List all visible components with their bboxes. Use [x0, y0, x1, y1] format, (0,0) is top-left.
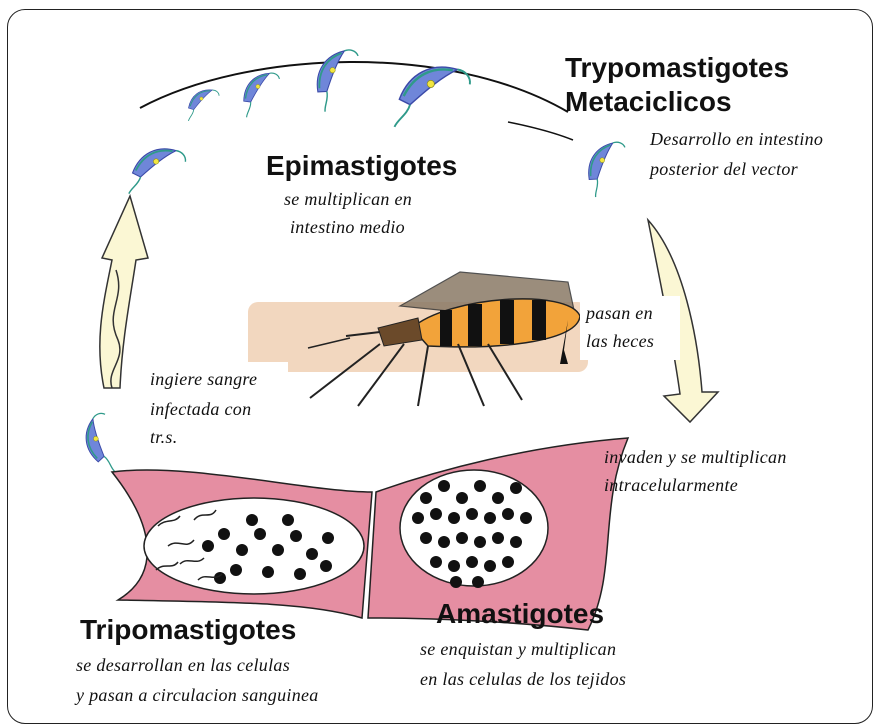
trypo-meta — [574, 136, 638, 197]
invaden-label-1: invaden y se multiplican — [604, 446, 787, 468]
trypo-meta-title-1: Trypomastigotes — [565, 52, 789, 84]
cell-left — [144, 498, 364, 594]
epi-title: Epimastigotes — [266, 150, 457, 182]
diagram-frame: Trypomastigotes Metaciclicos Desarrollo … — [7, 9, 873, 724]
ingiere-label-1: ingiere sangre — [150, 368, 257, 390]
ama-desc-2: en las celulas de los tejidos — [420, 668, 626, 690]
heces-label-2: las heces — [586, 330, 654, 352]
trypo-blood — [81, 411, 124, 471]
arrow-left — [100, 196, 148, 388]
trypo-meta-desc-2: posterior del vector — [650, 158, 798, 180]
triatomine-insect — [308, 272, 580, 406]
epi-desc-1: se multiplican en — [284, 188, 412, 210]
ama-title: Amastigotes — [436, 598, 604, 630]
ama-desc-1: se enquistan y multiplican — [420, 638, 616, 660]
gut-arc — [140, 62, 568, 112]
epimastigote-1 — [180, 86, 223, 121]
ingiere-label-2: infectada con — [150, 398, 251, 420]
epimastigote-2 — [232, 67, 289, 117]
invaden-label-2: intracelularmente — [604, 474, 738, 496]
tripo-title: Tripomastigotes — [80, 614, 296, 646]
trypo-left — [122, 145, 189, 194]
gut-arc-inner — [508, 122, 573, 140]
tripo-desc-2: y pasan a circulacion sanguinea — [76, 684, 319, 706]
heces-label-1: pasan en — [586, 302, 653, 324]
trypo-meta-desc-1: Desarrollo en intestino — [650, 128, 823, 150]
ingiere-label-3: tr.s. — [150, 426, 178, 448]
epimastigote-4 — [386, 62, 476, 127]
epimastigote-3 — [300, 43, 372, 112]
cell-right — [400, 470, 548, 586]
trypo-meta-title-2: Metaciclicos — [565, 86, 732, 118]
epi-desc-2: intestino medio — [290, 216, 405, 238]
tripo-desc-1: se desarrollan en las celulas — [76, 654, 290, 676]
